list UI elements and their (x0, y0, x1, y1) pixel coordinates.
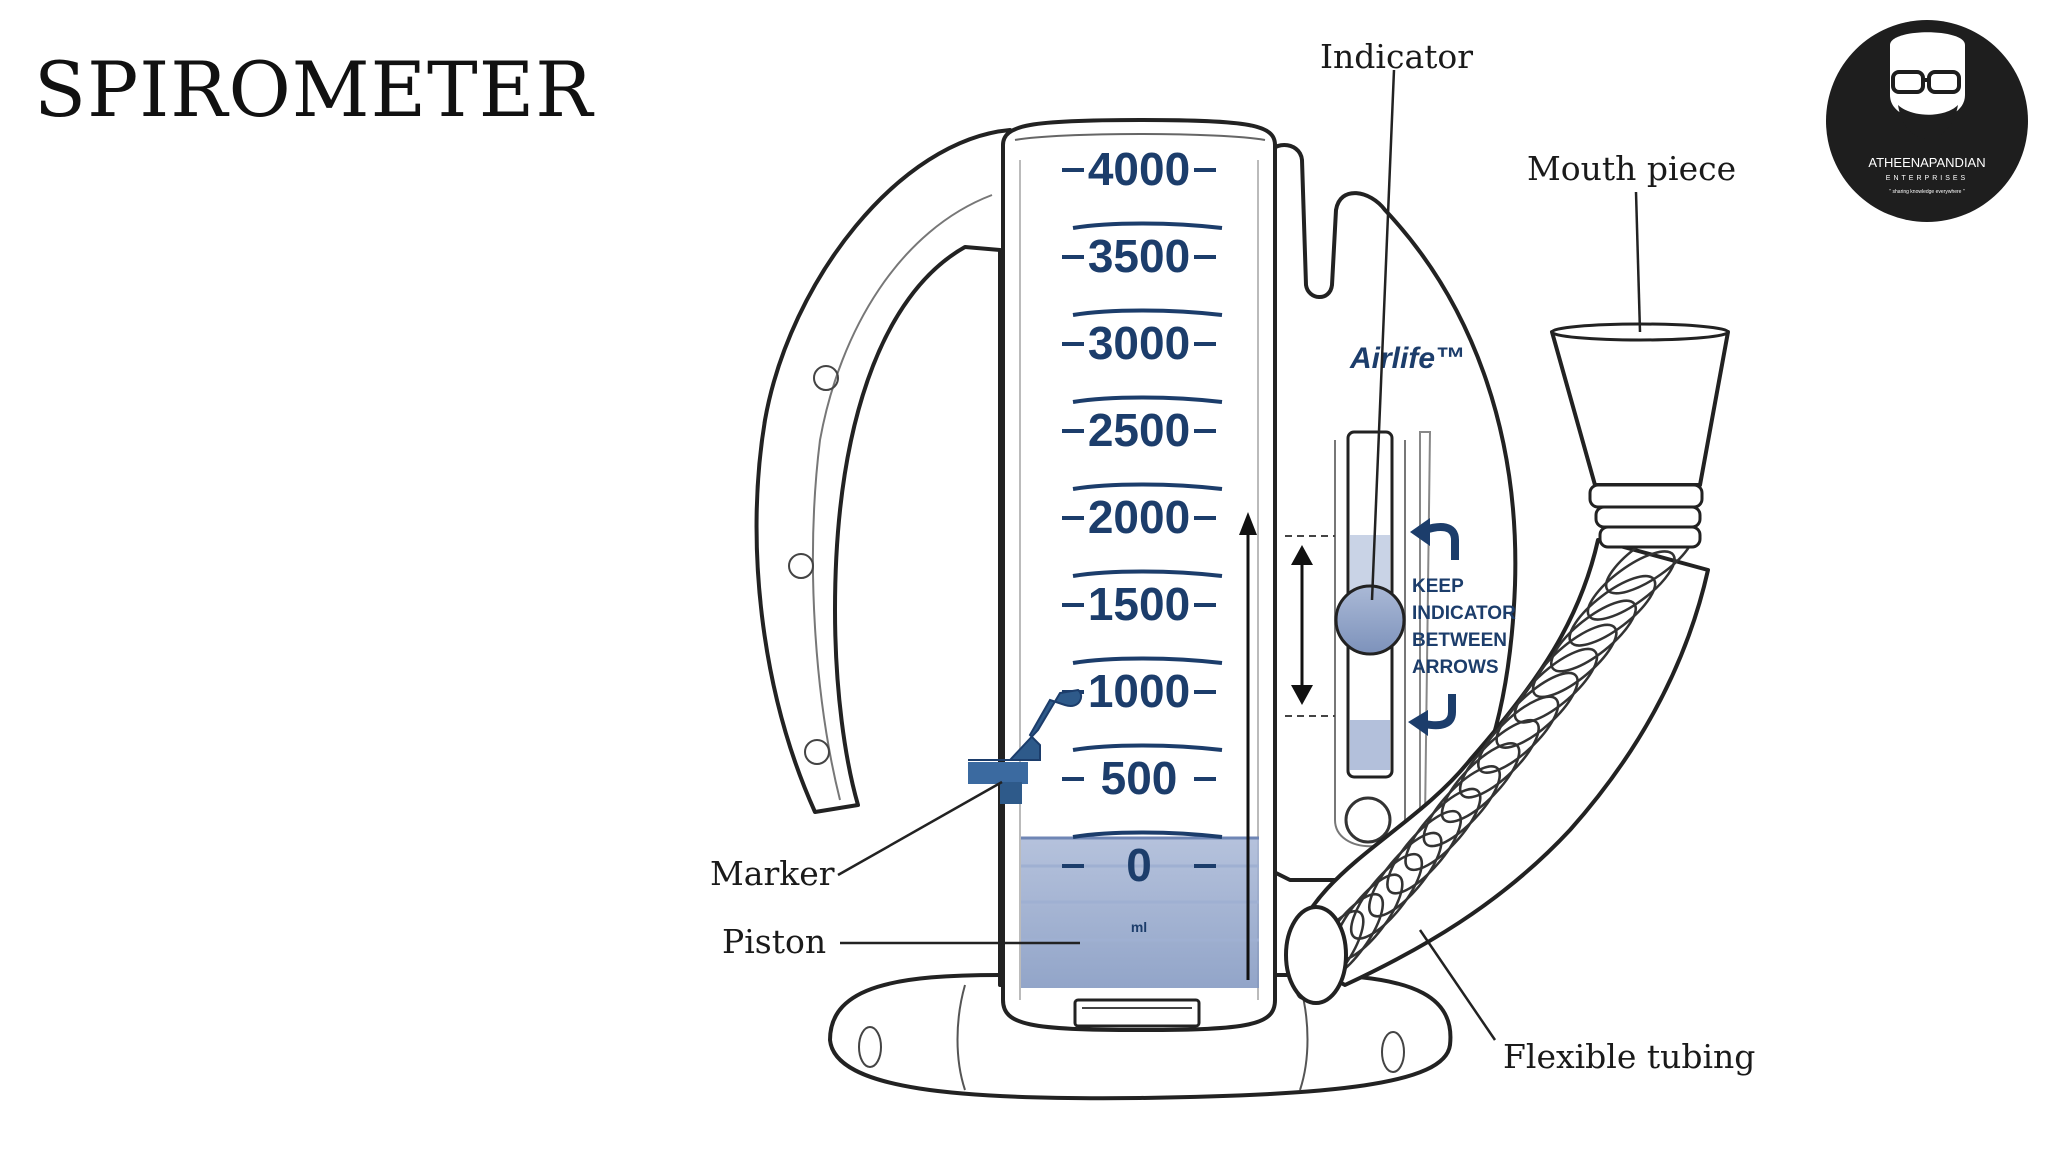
brand-logo: Airlife™ (1349, 342, 1465, 375)
marker-leader-line (837, 780, 1003, 877)
marker (968, 688, 1083, 804)
scale-divider-1500 (1072, 656, 1223, 665)
tubing-ring (1477, 695, 1560, 774)
tubing-ring (1386, 809, 1463, 895)
scale-divider-2000 (1072, 569, 1223, 578)
scale-label-1500: 1500 (1088, 578, 1190, 630)
tubing-ring (1495, 671, 1579, 749)
mouth-piece-leader-line (1634, 191, 1642, 333)
scale-divider-1000 (1072, 743, 1223, 752)
handle (754, 128, 1012, 987)
lower-arrow-head (1408, 710, 1428, 736)
scale-label-0: 0 (1126, 839, 1152, 891)
handle-grip-dot-1 (813, 365, 839, 391)
label-flexible-tubing: Flexible tubing (1503, 1037, 1755, 1076)
scale-divider-3000 (1072, 395, 1223, 404)
handle-inner-edge (811, 194, 993, 801)
logo-tagline: " sharing knowledge everywhere " (1889, 189, 1964, 195)
tubing-ring (1349, 852, 1424, 940)
base-foot-right (1381, 1031, 1405, 1073)
indicator-ball (1334, 584, 1406, 656)
label-piston: Piston (722, 922, 826, 961)
cylinder (1001, 117, 1277, 1033)
tubing-ring (1550, 599, 1637, 673)
cylinder-rim (1014, 133, 1266, 141)
range-arrow-down (1291, 685, 1313, 705)
mouth-piece (1550, 322, 1730, 549)
tubing-connector (1284, 905, 1348, 1005)
scale-label-2000: 2000 (1088, 491, 1190, 543)
indicator-port (1344, 796, 1392, 844)
tubing-ring (1513, 647, 1599, 724)
scale-label-3500: 3500 (1088, 230, 1190, 282)
label-marker: Marker (710, 854, 835, 893)
scale-divider-3500 (1072, 308, 1223, 317)
scale-label-3000: 3000 (1088, 317, 1190, 369)
tubing-ring (1368, 831, 1443, 918)
base-seam-left (956, 984, 966, 1091)
indicator-leader-line (1370, 69, 1396, 601)
guide-line-3: BETWEEN (1412, 630, 1507, 651)
upper-arrow-head (1410, 518, 1430, 546)
guide-line-1: KEEP (1412, 576, 1464, 597)
scale-divider-2500 (1072, 482, 1223, 491)
tubing-ring (1531, 623, 1618, 699)
range-arrow-up (1291, 545, 1313, 565)
guide-line-4: ARROWS (1412, 657, 1499, 678)
scale-unit: ml (1131, 919, 1147, 935)
base-foot-left (858, 1026, 882, 1068)
logo-subtitle: ENTERPRISES (1886, 175, 1968, 182)
flow-arrow-head (1239, 512, 1257, 535)
bearded-face-icon (1890, 32, 1965, 139)
scale-divider-4000 (1072, 221, 1223, 230)
scale-label-1000: 1000 (1088, 665, 1190, 717)
company-logo: ATHEENAPANDIAN ENTERPRISES " sharing kno… (1826, 20, 2028, 222)
page-title: SPIROMETER (34, 45, 594, 134)
scale-label-500: 500 (1101, 752, 1178, 804)
handle-grip-dot-3 (804, 739, 830, 765)
tubing-leader-line (1418, 929, 1497, 1041)
volume-scale: 4000 3500 3000 2500 2000 1500 1000 500 0 (1062, 143, 1223, 891)
indicator-lower-zone (1350, 720, 1390, 770)
base (827, 973, 1453, 1101)
guide-line-2: INDICATOR (1412, 603, 1516, 624)
cylinder-base-slot (1073, 998, 1201, 1028)
piston (1021, 836, 1259, 988)
scale-label-4000: 4000 (1088, 143, 1190, 195)
scale-divider-500 (1072, 830, 1223, 839)
keep-indicator-text: KEEP INDICATOR BETWEEN ARROWS (1412, 576, 1516, 678)
lower-arrow-icon (1424, 694, 1456, 730)
scale-label-2500: 2500 (1088, 404, 1190, 456)
label-indicator: Indicator (1320, 37, 1473, 76)
handle-grip-dot-2 (788, 553, 814, 579)
label-mouth-piece: Mouth piece (1527, 149, 1736, 188)
tubing-ring (1586, 550, 1676, 621)
logo-name: ATHEENAPANDIAN (1868, 155, 1985, 170)
